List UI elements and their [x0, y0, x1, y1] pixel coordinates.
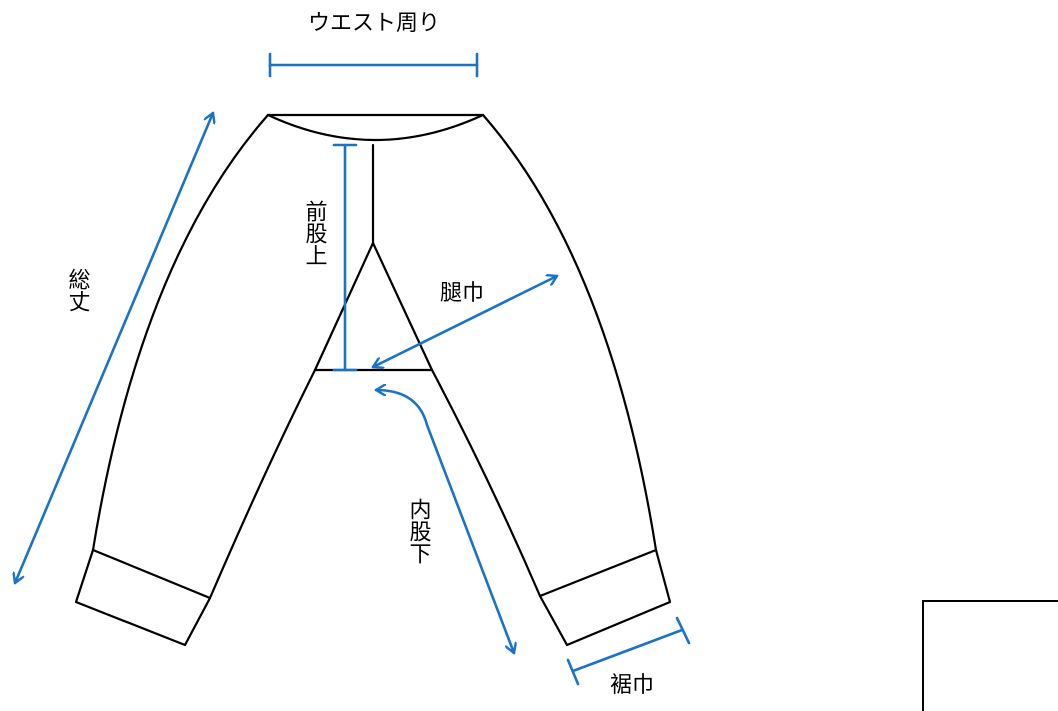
total-length-label: 総丈 — [65, 268, 91, 312]
front-rise-label: 前股上 — [302, 200, 328, 266]
left-leg-inner-edge — [208, 368, 317, 600]
right-cuff — [538, 548, 672, 647]
labels: ウエスト周り 総丈 前股上 腿巾 内股下 裾巾 — [65, 11, 655, 698]
thigh-width-label: 腿巾 — [440, 281, 484, 306]
left-cuff — [74, 548, 212, 647]
measurement-lines — [15, 52, 691, 686]
hem-width-measure — [566, 616, 691, 686]
inseam-label: 内股下 — [406, 498, 432, 564]
waist-label: ウエスト周り — [308, 11, 440, 36]
total-length-arrow — [15, 111, 213, 585]
crotch-gusset — [313, 241, 434, 372]
thigh-width-arrow — [371, 276, 559, 367]
partial-frame-box — [922, 600, 1058, 711]
front-rise-measure — [332, 143, 358, 372]
inseam-arrow — [374, 390, 514, 655]
right-leg-outer-edge — [481, 113, 658, 552]
waist-measure — [268, 52, 479, 78]
pants-outline — [74, 113, 672, 647]
hem-width-label: 裾巾 — [610, 673, 654, 698]
waist-front-curve — [266, 113, 485, 142]
